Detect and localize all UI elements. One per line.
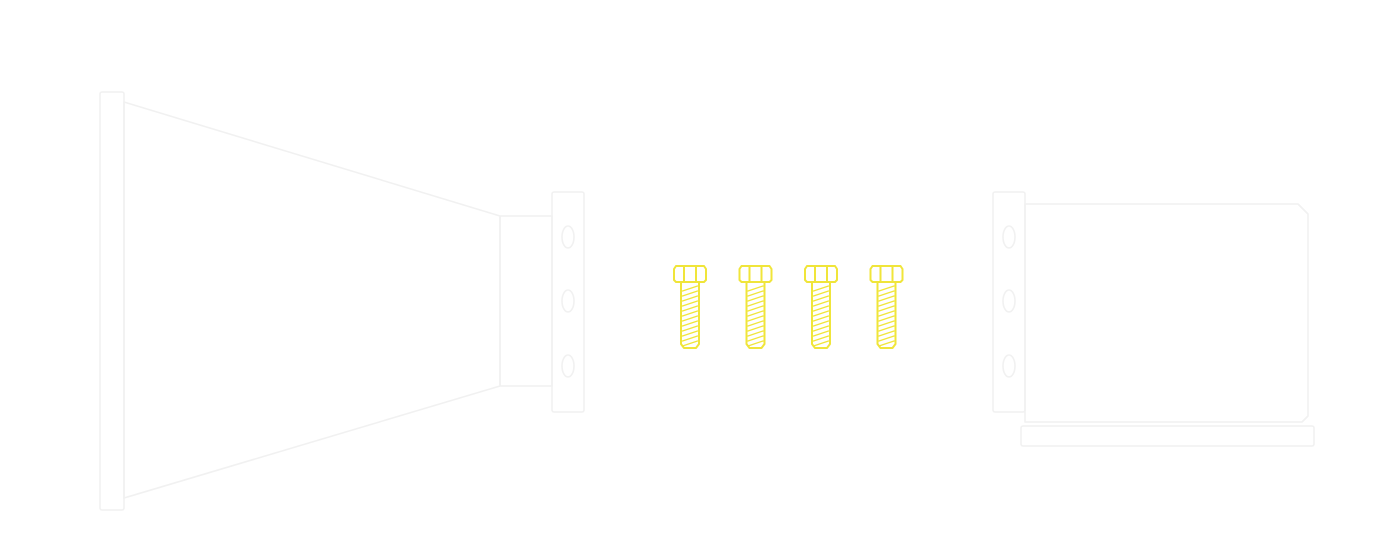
bolt-thread-line: [812, 325, 830, 332]
bolt-hex-head: [869, 265, 904, 283]
housing-base-plate: [1020, 425, 1315, 447]
bolt-thread-line: [878, 310, 895, 317]
box-housing-part: [1020, 203, 1315, 447]
bolt-thread-line: [812, 295, 830, 302]
adapter-back-plate: [99, 91, 125, 511]
bolt-thread-line: [812, 335, 830, 342]
bolt-thread-line: [812, 300, 830, 307]
bolt-shank: [876, 281, 897, 349]
bolt-thread-line: [681, 300, 699, 307]
bolt-thread-line: [747, 315, 764, 322]
bolt-thread-line: [681, 320, 699, 327]
bolt-thread-line: [681, 335, 699, 342]
bolt-thread-line: [681, 315, 699, 322]
bolt-thread-line: [747, 310, 764, 317]
hex-bolt-icon: [673, 265, 707, 349]
bolt-thread-line: [747, 330, 764, 337]
left-flange-hole: [561, 289, 575, 313]
hex-bolt-icon: [804, 265, 838, 349]
right-flange-plate: [992, 191, 1026, 413]
bolt-thread-line: [878, 325, 895, 332]
hex-bolt-icon: [738, 265, 773, 349]
bolt-thread-line: [812, 330, 830, 337]
right-flange-hole: [1002, 354, 1016, 378]
bolt-thread-line: [681, 285, 699, 292]
bolt-hex-head: [673, 265, 707, 283]
bolt-thread-line: [747, 335, 764, 342]
bolt-shank: [811, 281, 831, 349]
bolt-thread-line: [812, 285, 830, 292]
left-flange-hole: [561, 354, 575, 378]
bolt-thread-line: [878, 305, 895, 312]
adapter-neck: [499, 215, 553, 387]
bolt-shank: [745, 281, 766, 349]
bolt-thread-line: [747, 295, 764, 302]
bolt-thread-line: [681, 295, 699, 302]
left-flange-plate: [551, 191, 585, 413]
bolt-thread-line: [747, 340, 764, 347]
right-flange-hole: [1002, 225, 1016, 249]
bolt-thread-line: [747, 320, 764, 327]
fastener-bolts-group: [673, 265, 904, 349]
bolt-thread-line: [681, 290, 699, 297]
bolt-thread-line: [681, 340, 699, 347]
bolt-thread-line: [681, 325, 699, 332]
bolt-thread-line: [681, 305, 699, 312]
bolt-thread-line: [812, 320, 830, 327]
bolt-thread-line: [878, 290, 895, 297]
bolt-thread-line: [878, 285, 895, 292]
bolt-thread-line: [878, 330, 895, 337]
adapter-cone-body: [123, 101, 501, 499]
bolt-thread-line: [812, 315, 830, 322]
bolt-thread-line: [878, 300, 895, 307]
bolt-thread-line: [747, 305, 764, 312]
bolt-thread-line: [812, 290, 830, 297]
left-mounting-flange: [551, 191, 585, 413]
bolt-thread-line: [812, 305, 830, 312]
bolt-thread-line: [878, 315, 895, 322]
tapered-adapter-part: [99, 91, 553, 511]
bolt-thread-line: [747, 285, 764, 292]
bolt-thread-line: [747, 300, 764, 307]
bolt-thread-line: [878, 320, 895, 327]
bolt-thread-line: [812, 310, 830, 317]
bolt-hex-head: [738, 265, 773, 283]
bolt-hex-head: [804, 265, 838, 283]
bolt-thread-line: [812, 340, 830, 347]
bolt-thread-line: [747, 290, 764, 297]
right-mounting-flange: [992, 191, 1026, 413]
bolt-thread-line: [878, 295, 895, 302]
bolt-thread-line: [878, 335, 895, 342]
right-flange-hole: [1002, 289, 1016, 313]
bolt-thread-line: [681, 330, 699, 337]
bolt-thread-line: [681, 310, 699, 317]
bolt-thread-line: [747, 325, 764, 332]
left-flange-hole: [561, 225, 575, 249]
hex-bolt-icon: [869, 265, 904, 349]
housing-body: [1024, 203, 1309, 423]
bolt-shank: [680, 281, 700, 349]
bolt-thread-line: [878, 340, 895, 347]
